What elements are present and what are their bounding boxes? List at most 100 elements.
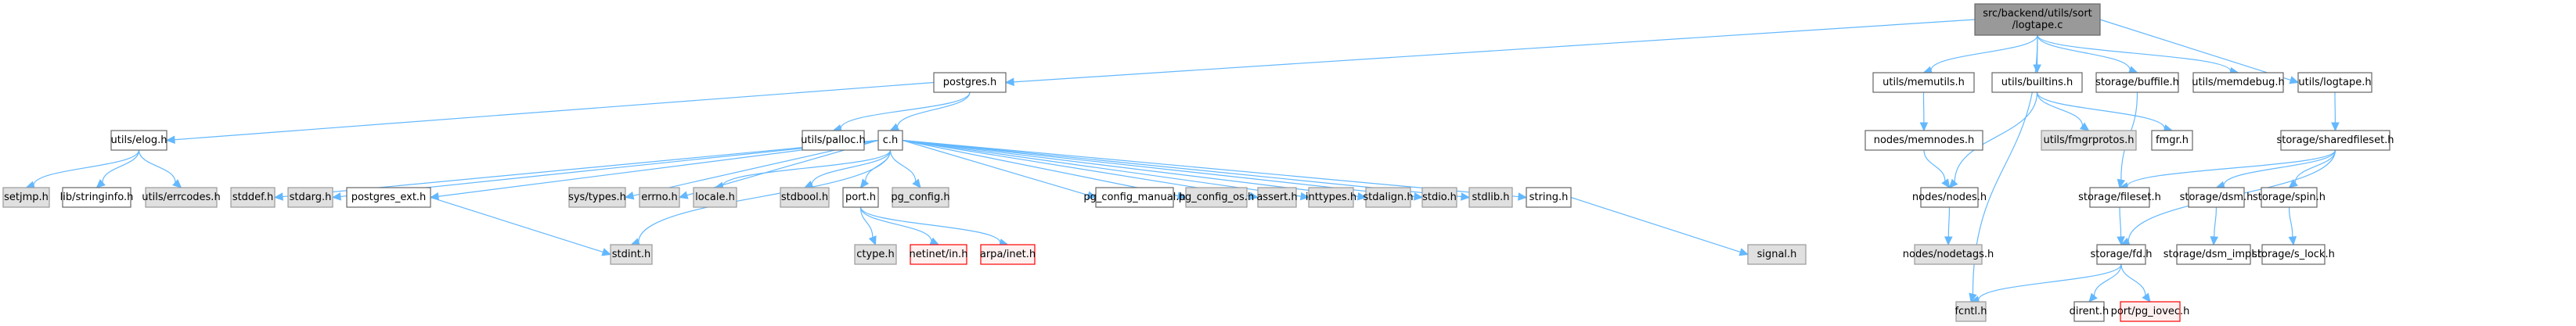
edge-line [859, 206, 1001, 243]
node-pg-config-manual-h[interactable]: pg_config_manual.h [1083, 187, 1186, 208]
node-box [2151, 130, 2193, 151]
edge-line [2127, 149, 2336, 187]
edge-root-to-buffile_h [2037, 34, 2138, 74]
node-box [1421, 187, 1457, 208]
node-box [2188, 187, 2245, 208]
node-label: port.h [845, 192, 876, 203]
node-fileset-h[interactable]: storage/fileset.h [2078, 187, 2161, 208]
node-stdlib-h[interactable]: stdlib.h [1468, 187, 1513, 208]
node-pg-config-os-h[interactable]: pg_config_os.h [1179, 187, 1254, 208]
edge-c_h-to-inttypes_h [902, 139, 1310, 201]
node-buffile-h[interactable]: storage/buffile.h [2095, 72, 2179, 93]
edge-line [840, 91, 971, 129]
node-dirent-h[interactable]: dirent.h [2070, 301, 2109, 322]
arrowhead-icon [2210, 236, 2219, 246]
node-s-lock-h[interactable]: storage/s_lock.h [2252, 244, 2335, 265]
node-inttypes-h[interactable]: inttypes.h [1306, 187, 1356, 208]
node-label: stdbool.h [781, 192, 828, 203]
edge-line [138, 149, 176, 183]
node-box [1872, 72, 1975, 93]
edge-line [1930, 34, 2038, 71]
node-stdarg-h[interactable]: stdarg.h [287, 187, 333, 208]
edge-elog_h-to-errcodes_h [138, 149, 182, 188]
node-signal-h[interactable]: signal.h [1747, 244, 1807, 265]
node-errcodes-h[interactable]: utils/errcodes.h [142, 187, 221, 208]
node-stringinfo-h[interactable]: lib/stringinfo.h [60, 187, 134, 208]
node-stdio-h[interactable]: stdio.h [1421, 187, 1457, 208]
node-palloc-h[interactable]: utils/palloc.h [801, 130, 866, 151]
node-label: dirent.h [2070, 306, 2109, 317]
edge-postgres_h-to-c_h [889, 91, 971, 131]
node-box [933, 72, 1007, 93]
node-systypes-h[interactable]: sys/types.h [568, 187, 626, 208]
node-label: setjmp.h [4, 192, 49, 203]
edge-root-to-logtape_h [2099, 19, 2300, 84]
node-label: netinet/in.h [910, 249, 968, 260]
node-label: utils/memdebug.h [2192, 77, 2284, 88]
edge-logtape_h-to-sharedfileset_h [2331, 91, 2340, 132]
node-box [2041, 130, 2137, 151]
node-memnodes-h[interactable]: nodes/memnodes.h [1864, 130, 1983, 151]
node-spin-h[interactable]: storage/spin.h [2253, 187, 2326, 208]
edge-line [902, 139, 1251, 197]
node-dsm-h[interactable]: storage/dsm.h [2180, 187, 2254, 208]
node-port-h[interactable]: port.h [842, 187, 879, 208]
arrowhead-icon [2142, 292, 2151, 303]
node-box [854, 244, 897, 265]
node-box [346, 187, 431, 208]
node-nodes-h[interactable]: nodes/nodes.h [1912, 187, 1987, 208]
edge-line [1013, 19, 1976, 83]
node-builtins-h[interactable]: utils/builtins.h [1991, 72, 2083, 93]
node-label: nodes/nodetags.h [1903, 249, 1994, 260]
node-box [1257, 187, 1297, 208]
node-box [610, 244, 653, 265]
node-fmgr-h[interactable]: fmgr.h [2151, 130, 2193, 151]
node-stdint-h[interactable]: stdint.h [610, 244, 653, 265]
node-pg-config-h[interactable]: pg_config.h [891, 187, 950, 208]
node-locale-h[interactable]: locale.h [693, 187, 737, 208]
node-stdalign-h[interactable]: stdalign.h [1363, 187, 1414, 208]
node-setjmp-h[interactable]: setjmp.h [2, 187, 50, 208]
node-netinet-in-h[interactable]: netinet/in.h [910, 244, 968, 265]
node-arpa-inet-h[interactable]: arpa/inet.h [980, 244, 1036, 265]
node-fmgrprotos-h[interactable]: utils/fmgrprotos.h [2041, 130, 2137, 151]
node-label: stdarg.h [290, 192, 332, 203]
edge-line [2294, 149, 2336, 183]
node-errno-h[interactable]: errno.h [639, 187, 680, 208]
node-dsm-impl-h[interactable]: storage/dsm_impl.h [2163, 244, 2264, 265]
node-label: /logtape.c [2012, 20, 2063, 31]
node-memdebug-h[interactable]: utils/memdebug.h [2192, 72, 2285, 93]
node-fcntl-h[interactable]: fcntl.h [1955, 301, 1987, 322]
node-fd-h[interactable]: storage/fd.h [2091, 244, 2153, 265]
node-c-h[interactable]: c.h [877, 130, 903, 151]
node-postgres-h[interactable]: postgres.h [933, 72, 1007, 93]
edge-line [859, 206, 932, 242]
node-postgres-ext-h[interactable]: postgres_ext.h [346, 187, 431, 208]
arrowhead-icon [331, 192, 341, 201]
node-stddef-h[interactable]: stddef.h [230, 187, 276, 208]
node-nodetags-h[interactable]: nodes/nodetags.h [1903, 244, 1994, 265]
edge-c_h-to-string_h [902, 139, 1528, 201]
node-elog-h[interactable]: utils/elog.h [110, 130, 168, 151]
node-sharedfileset-h[interactable]: storage/sharedfileset.h [2276, 130, 2394, 151]
node-label: nodes/memnodes.h [1874, 134, 1975, 146]
node-box [2120, 301, 2181, 322]
node-logtape-h[interactable]: utils/logtape.h [2297, 72, 2372, 93]
node-label: stdint.h [612, 249, 650, 260]
node-box [2073, 301, 2105, 322]
node-ctype-h[interactable]: ctype.h [854, 244, 897, 265]
node-root[interactable]: src/backend/utils/sort/logtape.c [1974, 3, 2101, 36]
node-label: src/backend/utils/sort [1983, 8, 2092, 20]
node-label: sys/types.h [568, 192, 626, 203]
node-label: utils/palloc.h [801, 134, 866, 146]
node-string-h[interactable]: string.h [1526, 187, 1572, 208]
node-memutils-h[interactable]: utils/memutils.h [1872, 72, 1975, 93]
node-stdbool-h[interactable]: stdbool.h [780, 187, 830, 208]
node-pg-iovec-h[interactable]: port/pg_iovec.h [2111, 301, 2190, 322]
arrowhead-icon [165, 135, 175, 144]
node-label: storage/dsm.h [2180, 192, 2254, 203]
edge-line [2099, 19, 2291, 81]
edge-line [902, 139, 1359, 197]
node-assert-h[interactable]: assert.h [1256, 187, 1298, 208]
edge-line [1954, 91, 2038, 182]
